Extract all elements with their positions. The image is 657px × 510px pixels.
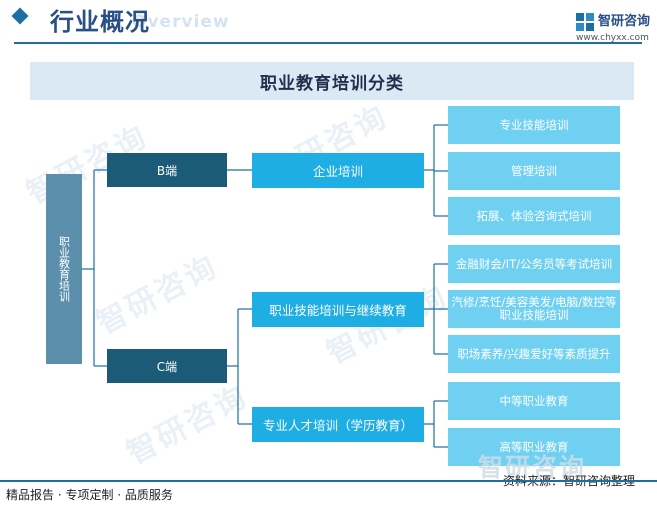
segment-node-c: C端 — [107, 349, 227, 383]
item-node: 拓展、体验咨询式培训 — [448, 197, 620, 235]
footer-tagline: 精品报告 · 专项定制 · 品质服务 — [6, 488, 173, 502]
category-node: 职业技能培训与继续教育 — [252, 292, 424, 327]
item-node: 管理培训 — [448, 152, 620, 190]
segment-node-b: B端 — [107, 153, 227, 187]
footer-divider — [0, 480, 657, 482]
brand-url: www.chyxx.com — [576, 33, 649, 43]
header-watermark: Overview — [132, 12, 230, 32]
item-node: 金融财会/IT/公务员等考试培训 — [448, 245, 620, 283]
category-node: 企业培训 — [252, 153, 424, 188]
item-node: 职场素养/兴趣爱好等素质提升 — [448, 335, 620, 373]
item-node: 高等职业教育 — [448, 428, 620, 466]
brand-name: 智研咨询 — [598, 14, 651, 29]
brand-logo-icon — [576, 13, 594, 31]
footer-watermark: 智研咨询 — [478, 453, 587, 482]
root-node: 职业教育培训 — [46, 174, 82, 364]
diagram-title: 职业教育培训分类 — [30, 62, 634, 100]
item-node: 汽修/烹饪/美容美发/电脑/数控等职业技能培训 — [448, 290, 620, 328]
category-node: 专业人才培训（学历教育） — [252, 407, 424, 442]
item-node: 专业技能培训 — [448, 106, 620, 144]
header-divider — [14, 42, 642, 44]
page-title: 行业概况 — [50, 8, 150, 36]
root-node-label: 职业教育培训 — [57, 236, 71, 302]
item-node: 中等职业教育 — [448, 382, 620, 420]
